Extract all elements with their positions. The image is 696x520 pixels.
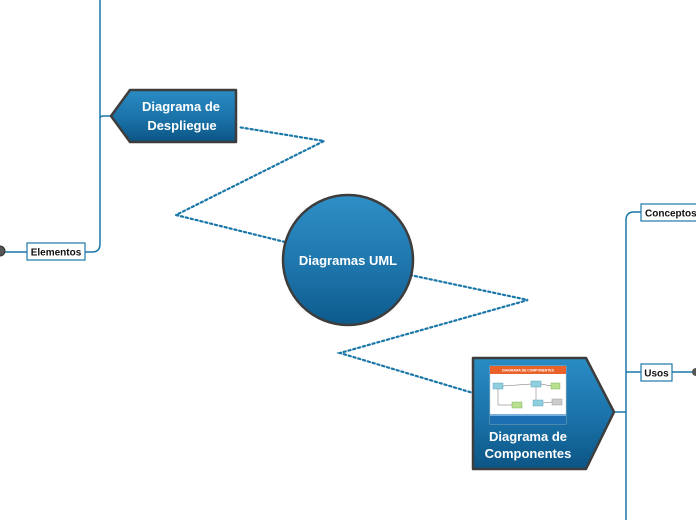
left-branch-lines <box>0 0 112 253</box>
components-node-title-line1: Diagrama de <box>489 429 567 444</box>
components-node-title-line2: Componentes <box>485 446 572 461</box>
conceptos-label: Conceptos <box>645 209 696 220</box>
central-topic[interactable]: Diagramas UML <box>281 193 415 327</box>
connector-components <box>336 273 529 395</box>
deployment-node-title-line1: Diagrama de <box>142 99 220 114</box>
deployment-node-title-line2: Despliegue <box>147 118 216 133</box>
thumbnail-title: DIAGRAMA DE COMPONENTES <box>502 369 554 373</box>
connector-deployment <box>172 125 328 244</box>
conceptos-topic[interactable]: Conceptos <box>640 203 696 222</box>
components-diagram-thumbnail: DIAGRAMA DE COMPONENTES <box>489 365 567 425</box>
components-diagram-node[interactable]: DIAGRAMA DE COMPONENTES Diagrama de Comp… <box>471 356 616 471</box>
elementos-label: Elementos <box>31 248 82 259</box>
usos-topic[interactable]: Usos <box>640 363 673 382</box>
elementos-topic[interactable]: Elementos <box>26 242 86 261</box>
collapsed-branch-dot[interactable] <box>0 245 6 257</box>
usos-collapsed-dot[interactable] <box>692 368 696 376</box>
deployment-diagram-node[interactable]: Diagrama de Despliegue <box>109 88 238 144</box>
central-topic-label: Diagramas UML <box>299 253 397 268</box>
usos-label: Usos <box>644 369 669 380</box>
